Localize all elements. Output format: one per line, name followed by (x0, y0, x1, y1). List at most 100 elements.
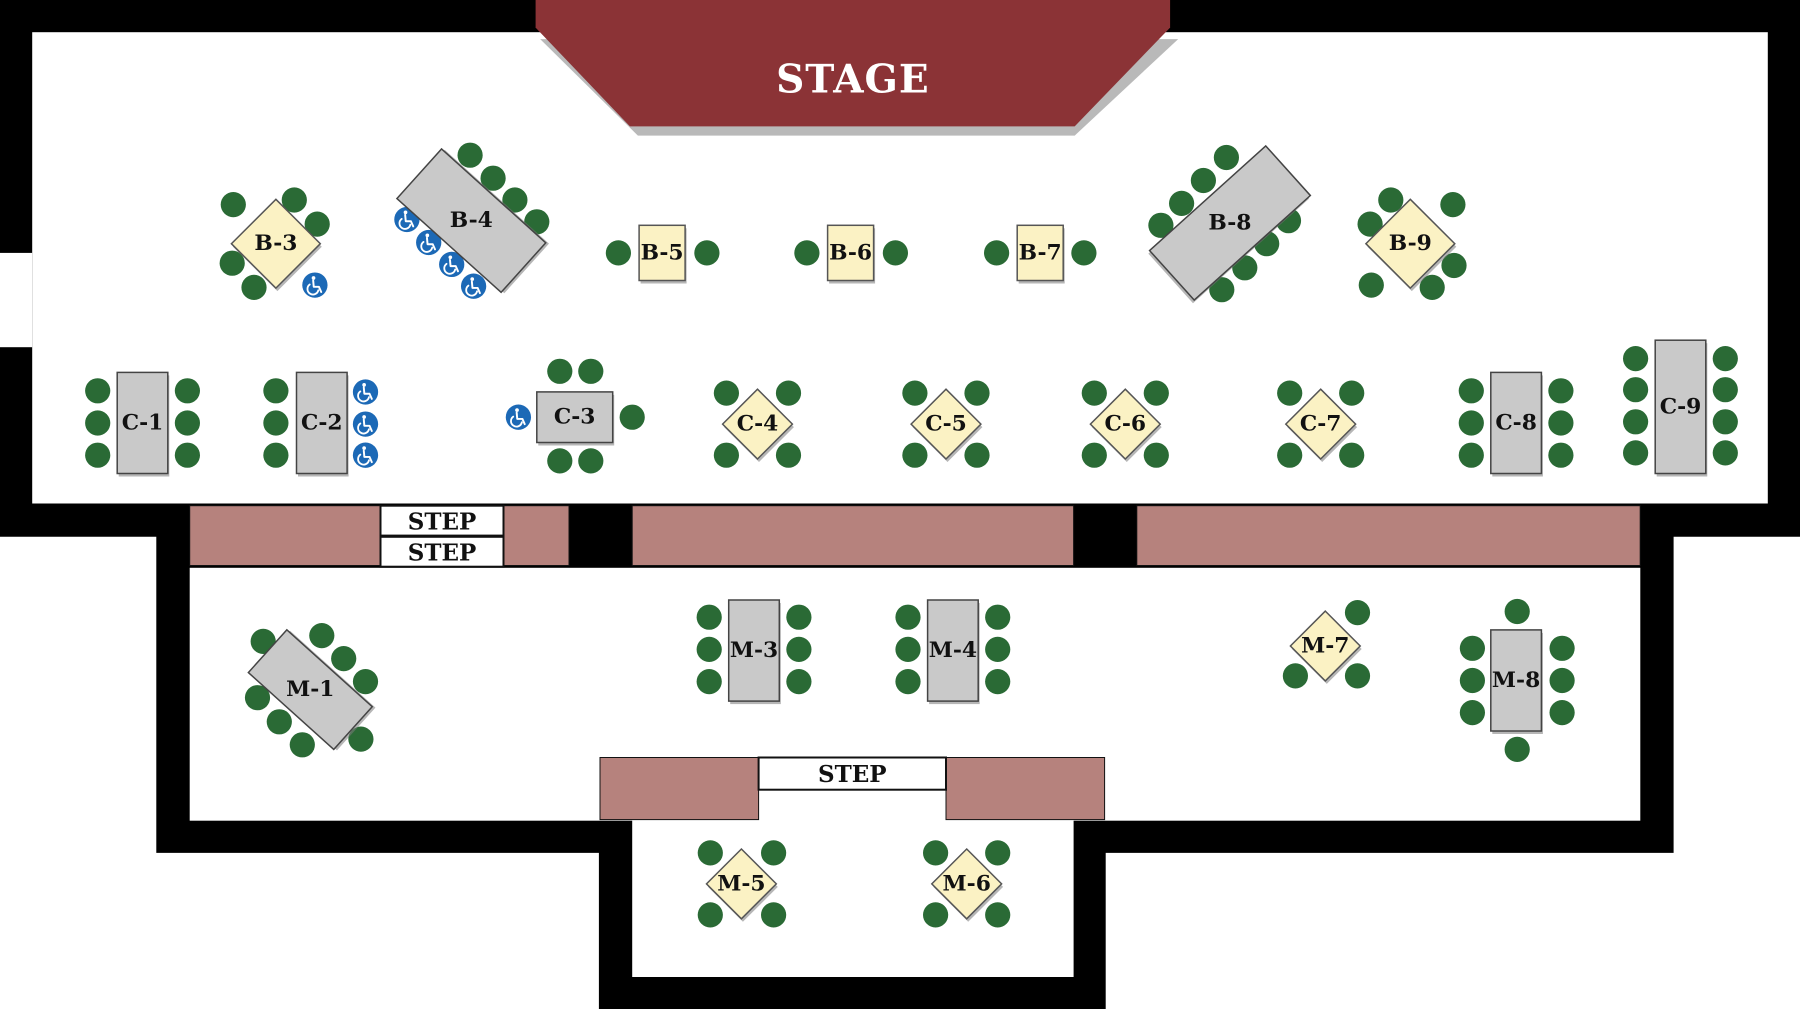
chair-icon[interactable] (1081, 442, 1107, 468)
chair-icon[interactable] (1549, 635, 1575, 661)
chair-icon[interactable] (1344, 600, 1371, 626)
table-top[interactable] (536, 391, 614, 444)
table-c-5[interactable]: C-5 (902, 380, 990, 468)
table-top[interactable] (1289, 610, 1362, 682)
chair-icon[interactable] (502, 187, 528, 213)
chair-icon[interactable] (1358, 272, 1384, 298)
chair-icon[interactable] (902, 442, 928, 468)
chair-icon[interactable] (1459, 700, 1485, 726)
table-b-5[interactable]: B-5 (605, 224, 720, 284)
table-top[interactable] (230, 198, 322, 290)
chair-icon[interactable] (697, 840, 723, 866)
table-top[interactable] (1364, 198, 1456, 290)
table-top[interactable] (1490, 629, 1543, 732)
table-top[interactable] (705, 847, 778, 920)
chair-icon[interactable] (895, 604, 921, 630)
table-top[interactable] (926, 599, 979, 702)
chair-icon[interactable] (786, 604, 812, 630)
table-top[interactable] (826, 224, 875, 282)
table-b-6[interactable]: B-6 (794, 224, 909, 284)
chair-icon[interactable] (964, 442, 990, 468)
table-m-3[interactable]: M-3 (696, 599, 812, 705)
table-top[interactable] (1148, 144, 1312, 302)
chair-icon[interactable] (250, 628, 276, 655)
chair-icon[interactable] (457, 142, 483, 168)
chair-icon[interactable] (895, 669, 921, 695)
chair-icon[interactable] (1143, 442, 1169, 468)
chair-icon[interactable] (923, 840, 949, 866)
chair-icon[interactable] (219, 250, 245, 276)
table-m-6[interactable]: M-6 (923, 840, 1011, 928)
chair-icon[interactable] (1440, 192, 1466, 218)
chair-icon[interactable] (331, 646, 357, 672)
chair-icon[interactable] (174, 410, 200, 436)
table-c-4[interactable]: C-4 (713, 380, 802, 468)
chair-icon[interactable] (786, 669, 812, 695)
chair-icon[interactable] (1623, 346, 1649, 372)
table-m-1[interactable]: M-1 (244, 623, 379, 758)
chair-icon[interactable] (713, 442, 740, 468)
chair-icon[interactable] (697, 902, 723, 928)
chair-icon[interactable] (352, 669, 379, 695)
chair-icon[interactable] (348, 726, 374, 752)
chair-icon[interactable] (547, 358, 573, 384)
chair-icon[interactable] (1148, 212, 1174, 238)
chair-icon[interactable] (1419, 274, 1445, 300)
chair-icon[interactable] (775, 442, 802, 468)
chair-icon[interactable] (985, 840, 1011, 866)
table-b-3[interactable]: B-3 (219, 187, 330, 300)
chair-icon[interactable] (244, 685, 271, 711)
chair-icon[interactable] (85, 442, 111, 468)
table-top[interactable] (1284, 388, 1357, 461)
chair-icon[interactable] (694, 240, 720, 266)
chair-icon[interactable] (480, 165, 506, 191)
chair-icon[interactable] (1549, 667, 1575, 694)
chair-icon[interactable] (289, 732, 315, 758)
chair-icon[interactable] (1548, 410, 1574, 436)
chair-icon[interactable] (1209, 277, 1235, 303)
table-top[interactable] (910, 388, 982, 461)
table-c-2[interactable]: C-2 (263, 371, 379, 477)
table-top[interactable] (727, 599, 781, 702)
table-top[interactable] (930, 847, 1003, 920)
chair-icon[interactable] (1548, 442, 1574, 468)
table-c-7[interactable]: C-7 (1277, 380, 1365, 468)
chair-icon[interactable] (174, 442, 200, 468)
table-top[interactable] (247, 628, 374, 751)
chair-icon[interactable] (1169, 190, 1195, 216)
chair-icon[interactable] (902, 380, 928, 406)
table-top[interactable] (1016, 224, 1064, 282)
chair-icon[interactable] (1548, 378, 1574, 404)
chair-icon[interactable] (304, 211, 330, 237)
chair-icon[interactable] (1712, 377, 1738, 403)
chair-icon[interactable] (985, 902, 1011, 928)
chair-icon[interactable] (263, 378, 289, 404)
chair-icon[interactable] (1458, 410, 1484, 436)
table-c-9[interactable]: C-9 (1623, 339, 1738, 477)
chair-icon[interactable] (1213, 144, 1239, 171)
chair-icon[interactable] (85, 378, 111, 404)
chair-icon[interactable] (696, 669, 722, 695)
chair-icon[interactable] (985, 636, 1011, 663)
chair-icon[interactable] (174, 378, 200, 404)
chair-icon[interactable] (1459, 635, 1485, 661)
chair-icon[interactable] (895, 636, 921, 663)
table-c-1[interactable]: C-1 (85, 371, 200, 477)
table-top[interactable] (1490, 371, 1543, 475)
table-c-8[interactable]: C-8 (1458, 371, 1574, 477)
chair-icon[interactable] (1081, 380, 1107, 406)
table-top[interactable] (721, 388, 794, 461)
chair-icon[interactable] (1339, 380, 1365, 406)
table-top[interactable] (1089, 388, 1162, 461)
chair-icon[interactable] (578, 358, 604, 384)
chair-icon[interactable] (1282, 663, 1308, 689)
chair-icon[interactable] (619, 404, 645, 430)
chair-icon[interactable] (1190, 167, 1216, 194)
chair-icon[interactable] (761, 840, 787, 866)
chair-icon[interactable] (309, 623, 335, 649)
chair-icon[interactable] (984, 240, 1010, 266)
chair-icon[interactable] (547, 448, 573, 474)
chair-icon[interactable] (1504, 736, 1530, 763)
chair-icon[interactable] (1458, 442, 1484, 468)
chair-icon[interactable] (1623, 440, 1649, 466)
